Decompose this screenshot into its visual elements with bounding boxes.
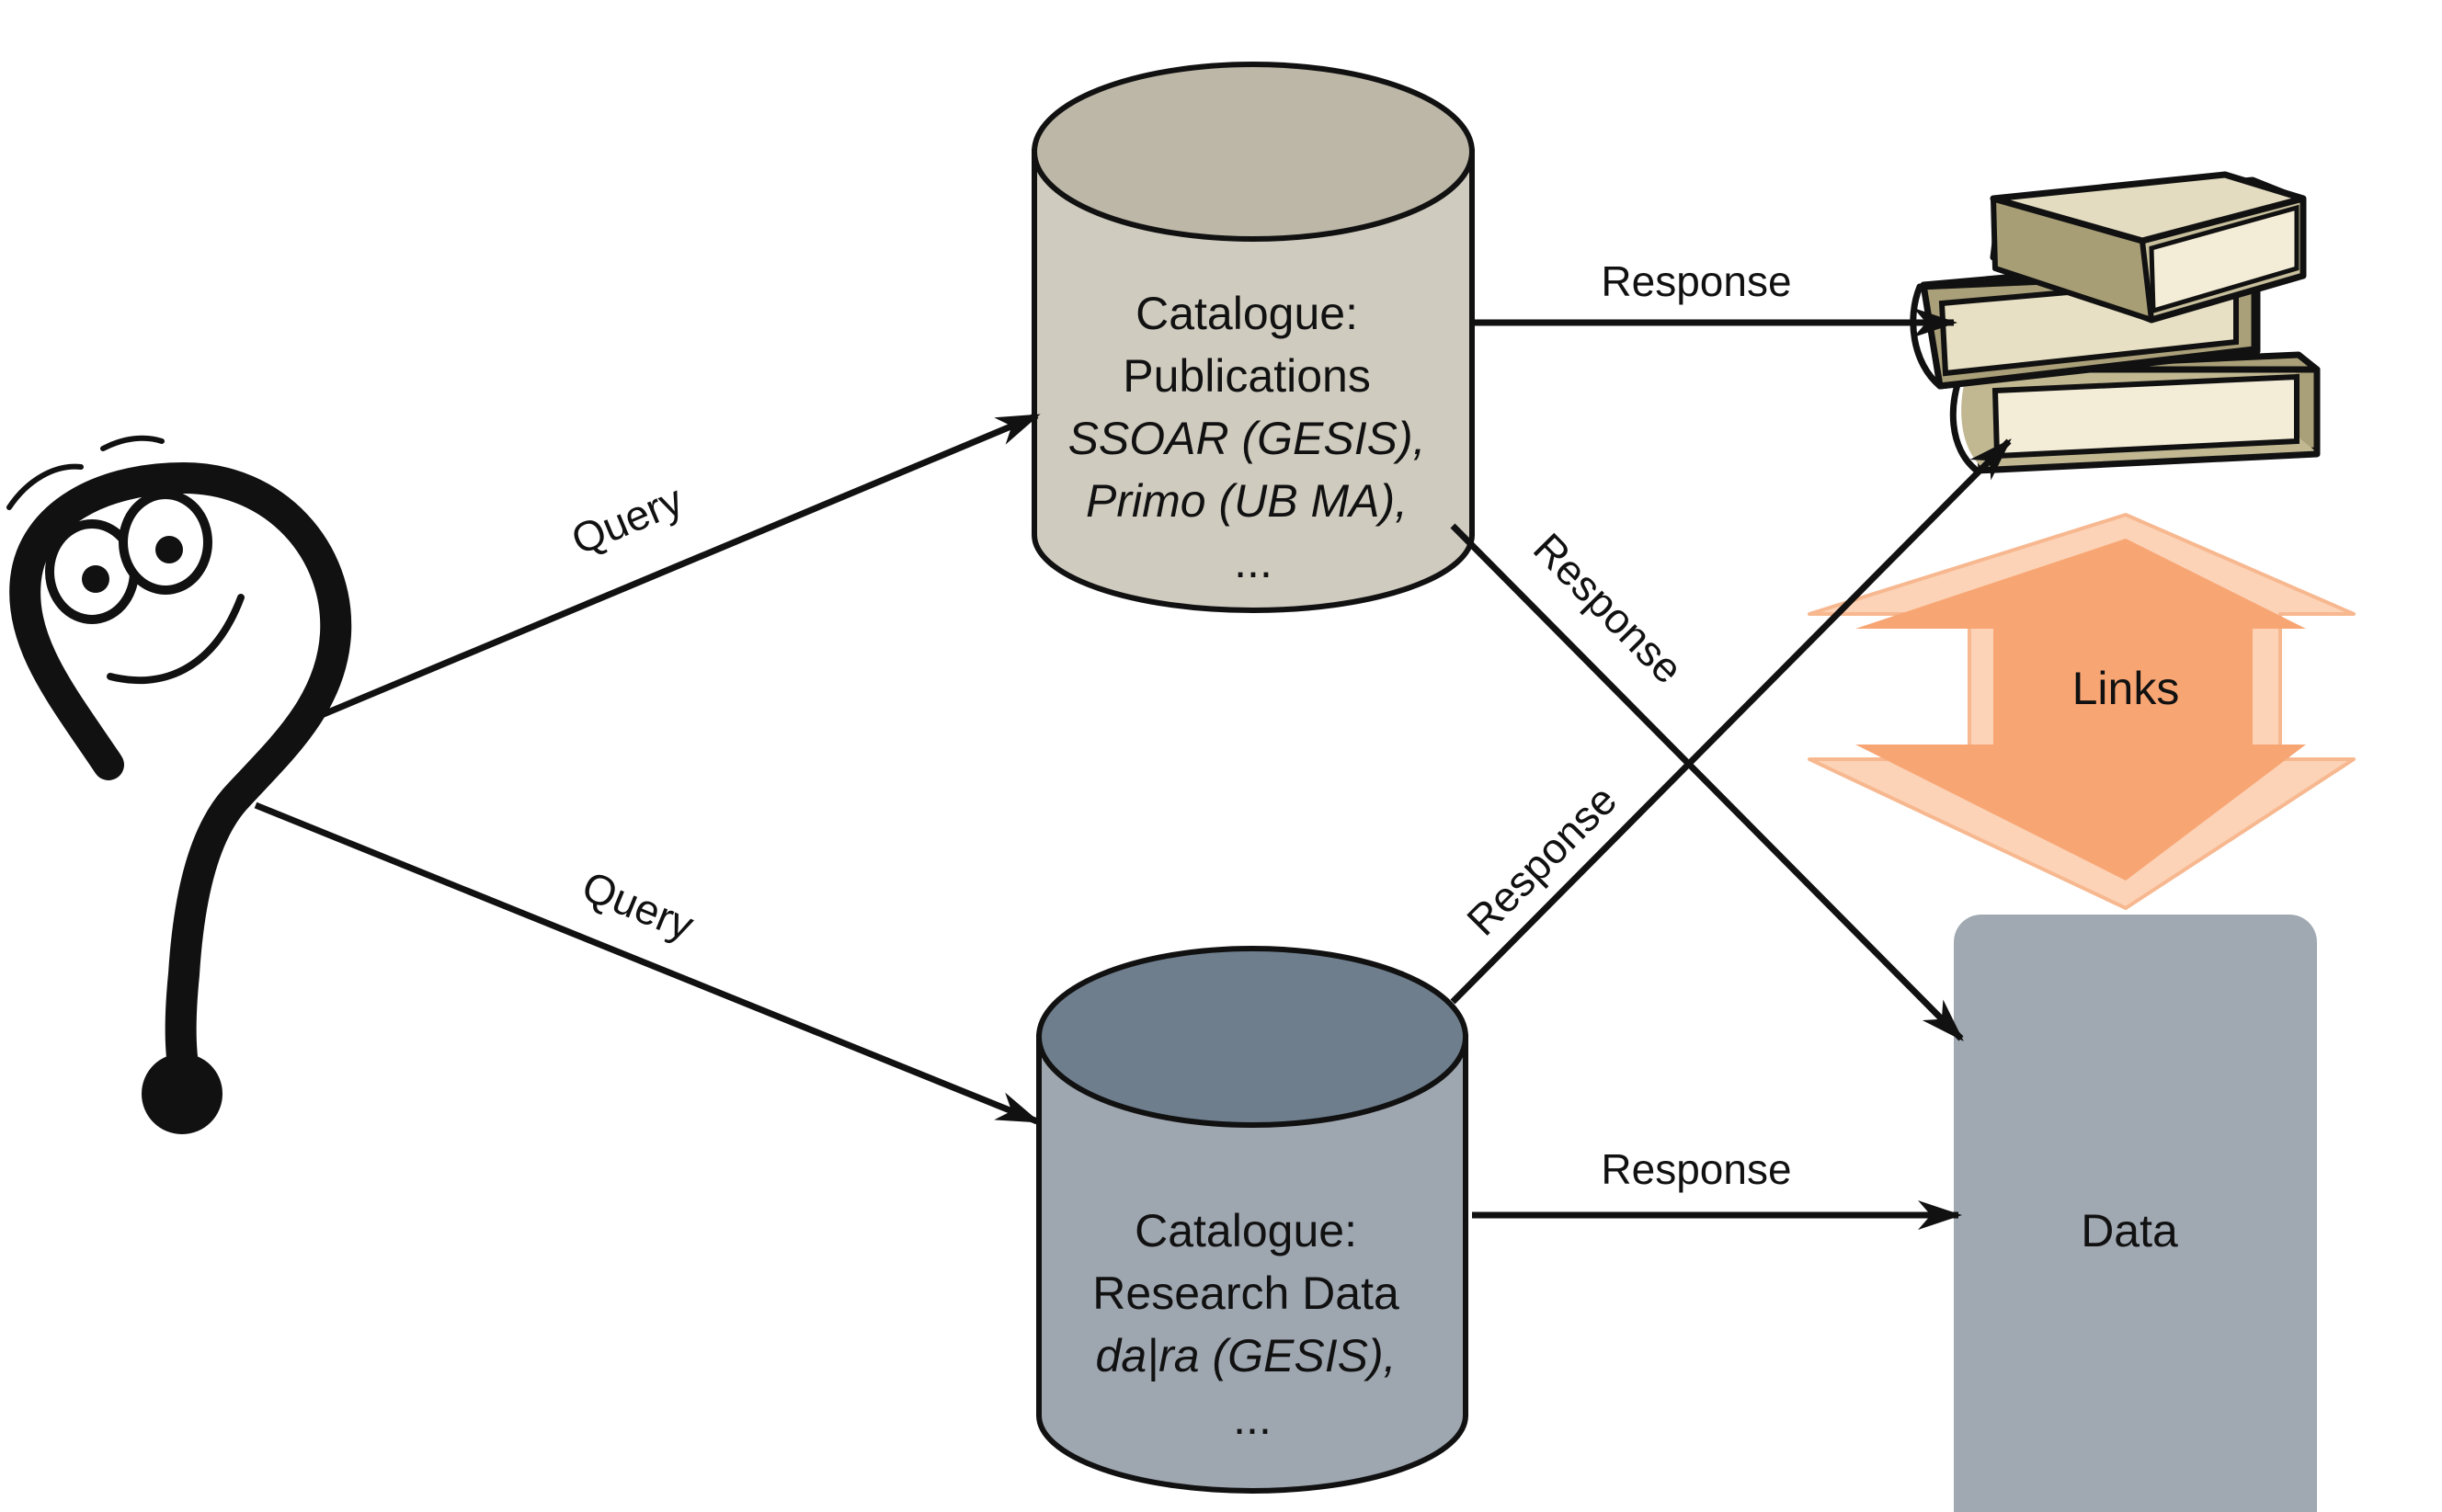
edge-response-research-to-books: Response (1450, 438, 2012, 1005)
catalogue-publications-line4: Primo (UB MA), (1086, 475, 1408, 527)
data-node: Data (1954, 915, 2317, 1512)
edge-response-publications-to-books: Response (1472, 257, 1957, 337)
edge-label-response-research-data: Response (1601, 1145, 1791, 1193)
edge-label-response-pub-data: Response (1524, 524, 1693, 693)
edge-label-query-top: Query (565, 475, 690, 563)
catalogue-publications-line3: SSOAR (GESIS), (1068, 413, 1426, 464)
edge-label-response-pub-books: Response (1601, 257, 1791, 305)
catalogue-research-line3: da|ra (GESIS), (1096, 1330, 1397, 1382)
catalogue-publications-line1: Catalogue: (1135, 288, 1358, 339)
question-mark-character-icon (6, 435, 352, 1134)
catalogue-research-line1: Catalogue: (1135, 1205, 1357, 1256)
catalogue-research-data-node: Catalogue: Research Data da|ra (GESIS), … (1036, 946, 1468, 1494)
catalogue-publications-line5: ... (1234, 536, 1272, 587)
book-stack-icon (1910, 171, 2321, 474)
data-label: Data (2081, 1205, 2178, 1256)
catalogue-publications-line2: Publications (1123, 350, 1371, 402)
edge-label-query-bottom: Query (576, 861, 701, 949)
catalogue-publications-node: Catalogue: Publications SSOAR (GESIS), P… (1032, 62, 1475, 613)
edge-query-top: Query (311, 412, 1041, 722)
edge-query-bottom: Query (254, 801, 1041, 1125)
svg-text:Catalogue: Research Data: Catalogue: Research Data da|ra (GESIS), … (1092, 1205, 1411, 1444)
links-double-arrow: Links (1808, 513, 2356, 910)
svg-text:Catalogue: Publications: Catalogue: Publications SSOAR (GESIS), P… (1068, 288, 1439, 587)
catalogue-research-line4: ... (1233, 1393, 1272, 1444)
links-label: Links (2072, 663, 2180, 714)
edge-label-response-research-books: Response (1457, 776, 1626, 945)
edge-response-research-to-data: Response (1472, 1145, 1962, 1230)
catalogue-research-line2: Research Data (1092, 1268, 1399, 1319)
